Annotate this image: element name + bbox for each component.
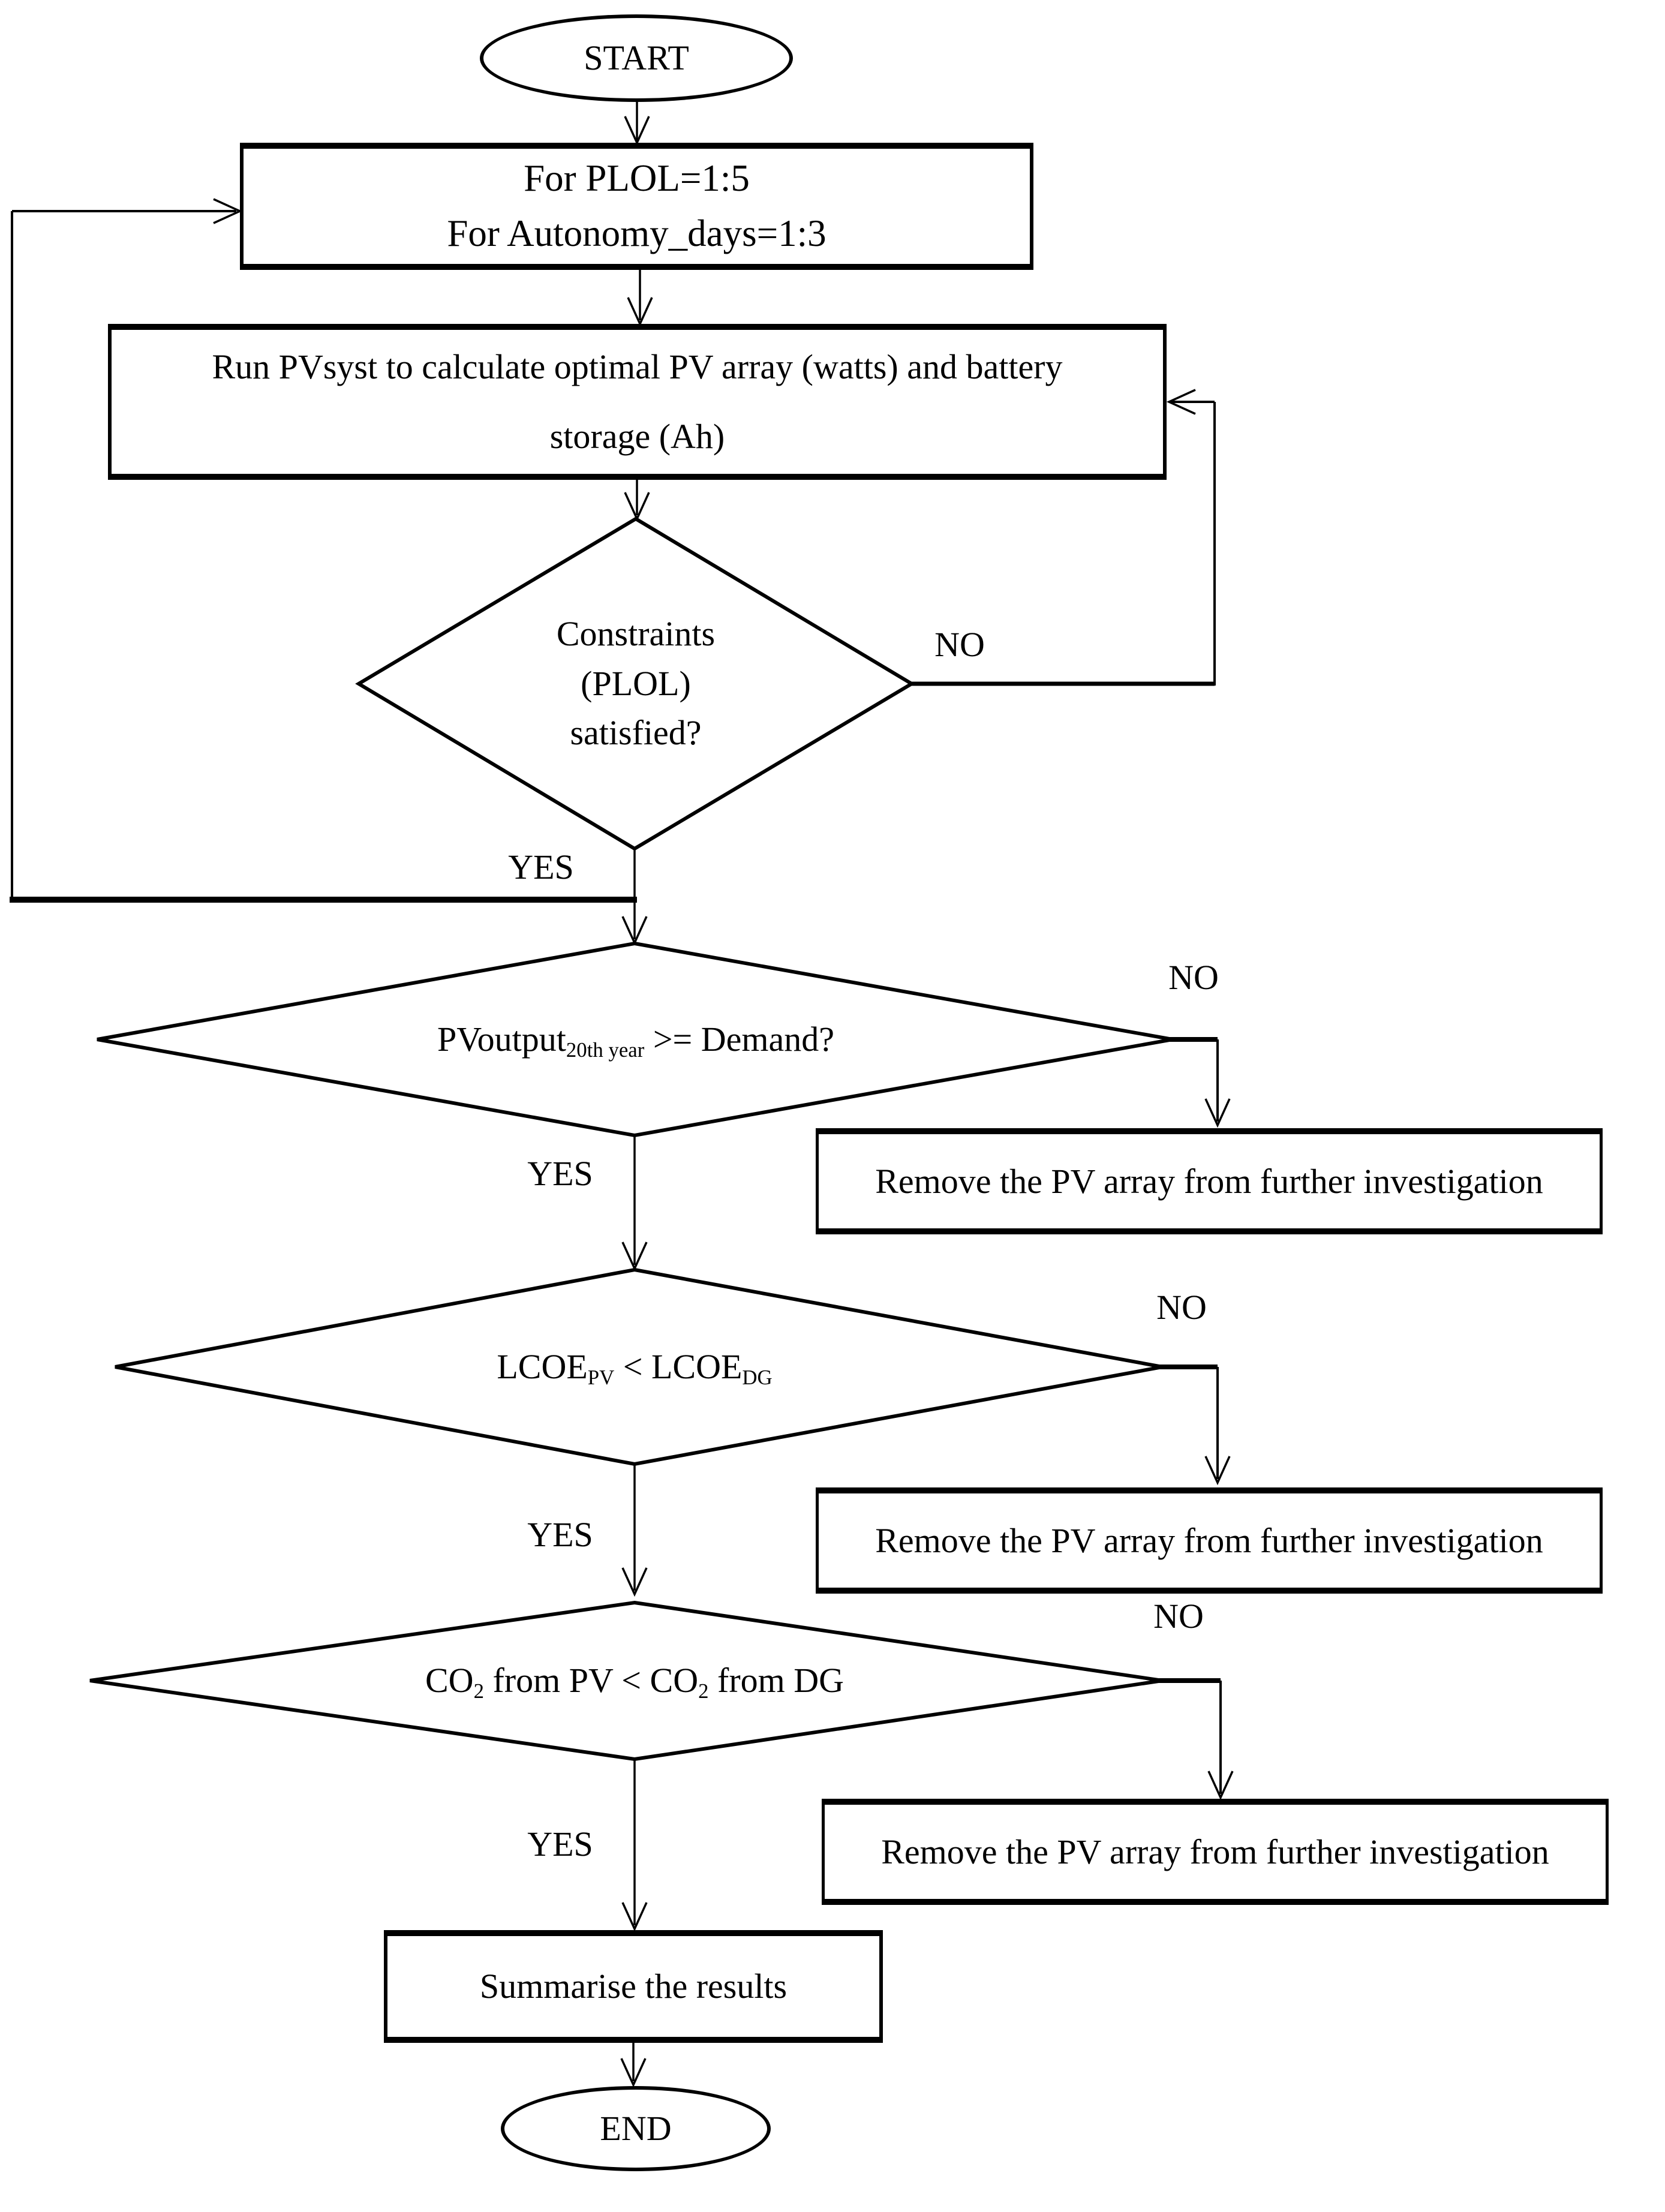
decision4-diamond — [89, 1600, 1163, 1762]
remove-box-3: Remove the PV array from further investi… — [822, 1799, 1609, 1905]
arrowhead-left-icon — [1166, 389, 1196, 415]
decision1-text: Constraints (PLOL) satisfied? — [426, 609, 846, 758]
arrowhead-down-icon — [621, 1902, 648, 1932]
remove-box-2: Remove the PV array from further investi… — [816, 1487, 1603, 1594]
decision3-no-label: NO — [1156, 1288, 1207, 1327]
end-node: END — [501, 2086, 771, 2171]
decision3-seg1: LCOE — [497, 1347, 588, 1386]
start-node: START — [480, 14, 793, 102]
decision3-text: LCOEPV < LCOEDG — [275, 1340, 994, 1394]
run-pvsyst-box: Run PVsyst to calculate optimal PV array… — [108, 324, 1167, 480]
decision1-no-label: NO — [934, 625, 985, 664]
decision4-sub1: 2 — [473, 1679, 484, 1703]
decision1-line2: (PLOL) — [581, 663, 691, 703]
decision1-yes-label: YES — [508, 847, 574, 886]
decision3-seg2: < LCOE — [614, 1347, 743, 1386]
decision4-no-label: NO — [1153, 1597, 1204, 1636]
decision4-seg2: from PV < CO — [483, 1660, 699, 1700]
end-label: END — [600, 2109, 672, 2148]
decision4-text: CO2 from PV < CO2 from DG — [245, 1654, 1024, 1708]
summarise-box: Summarise the results — [384, 1930, 883, 2043]
arrowhead-down-icon — [1207, 1771, 1234, 1801]
remove-box-1: Remove the PV array from further investi… — [816, 1128, 1603, 1234]
decision2-no-label: NO — [1168, 958, 1219, 997]
decision1-line3: satisfied? — [570, 713, 702, 753]
arrowhead-down-icon — [1204, 1456, 1231, 1486]
decision4-seg3: from DG — [708, 1660, 844, 1700]
for-loop-box: For PLOL=1:5 For Autonomy_days=1:3 — [240, 143, 1033, 270]
decision2-subscript: 20th year — [566, 1038, 645, 1062]
decision3-sub1: PV — [587, 1365, 615, 1389]
decision1-line1: Constraints — [556, 614, 716, 654]
decision4-sub2: 2 — [698, 1679, 709, 1703]
decision3-diamond — [115, 1267, 1163, 1466]
run-pvsyst-line1: Run PVsyst to calculate optimal PV array… — [212, 347, 1063, 386]
remove-box-2-label: Remove the PV array from further investi… — [875, 1520, 1543, 1560]
decision1-diamond — [355, 516, 915, 851]
for-loop-line2: For Autonomy_days=1:3 — [447, 212, 827, 254]
summarise-label: Summarise the results — [479, 1967, 788, 2006]
decision3-sub2: DG — [742, 1365, 773, 1389]
decision2-yes-label: YES — [527, 1154, 593, 1193]
arrowhead-down-icon — [620, 2058, 647, 2088]
start-label: START — [584, 38, 689, 78]
remove-box-3-label: Remove the PV array from further investi… — [881, 1832, 1549, 1871]
decision3-yes-label: YES — [527, 1515, 593, 1554]
decision2-rest: >= Demand? — [644, 1019, 834, 1059]
remove-box-1-label: Remove the PV array from further investi… — [875, 1161, 1543, 1201]
decision2-main: PVoutput — [437, 1019, 566, 1059]
decision4-yes-label: YES — [527, 1825, 593, 1864]
decision2-diamond — [97, 941, 1173, 1138]
arrowhead-down-icon — [621, 1567, 648, 1597]
decision4-seg1: CO — [425, 1660, 474, 1700]
decision2-text: PVoutput20th year >= Demand? — [240, 1012, 1032, 1066]
arrowhead-down-icon — [1204, 1098, 1231, 1128]
run-pvsyst-line2: storage (Ah) — [549, 417, 725, 456]
for-loop-line1: For PLOL=1:5 — [524, 157, 750, 200]
